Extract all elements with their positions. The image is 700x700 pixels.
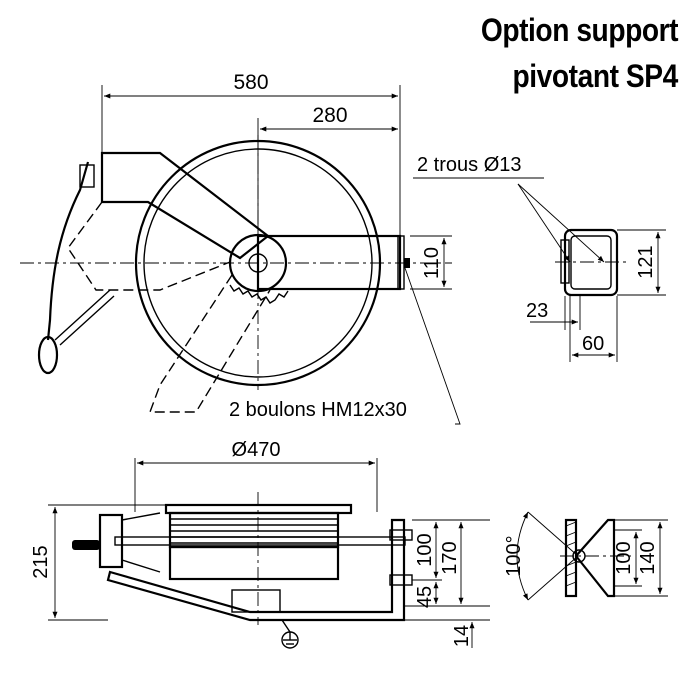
dimension-140: 140 — [637, 541, 659, 574]
ground-icon — [281, 619, 299, 649]
gear-teeth — [229, 284, 289, 304]
pivot-arm — [575, 518, 616, 598]
alternate-arm-position-left — [67, 201, 231, 291]
dimension-angle-100: 100° — [503, 535, 525, 576]
dimension-215: 215 — [30, 545, 52, 578]
alternate-arm-position-down — [148, 274, 271, 413]
side-crank-plate — [98, 513, 124, 569]
dimension-580: 580 — [233, 71, 268, 94]
drum-top-flange — [164, 503, 353, 515]
title-line-1: Option support — [480, 12, 679, 48]
pivot-plate-hatch — [565, 521, 577, 587]
bracket-slot — [560, 239, 570, 284]
leader-hole-2 — [517, 183, 605, 263]
pivot-angle-arc — [516, 511, 529, 601]
bracket-detail: 2 trous Ø13 121 23 60 — [413, 154, 666, 362]
crank-grip — [37, 335, 59, 375]
drum-bottom-body — [168, 545, 340, 581]
side-crank-arm — [121, 512, 161, 573]
pivot-detail: 100° 100 140 — [503, 511, 668, 601]
support-frame — [106, 518, 406, 622]
crank-handle — [46, 161, 90, 341]
pivot-plate — [564, 518, 578, 598]
dimension-diameter-470: Ø470 — [232, 439, 281, 461]
bracket-outer — [563, 228, 619, 297]
drum-body — [168, 511, 340, 549]
crank-clamp — [79, 164, 95, 188]
label-bolts: 2 boulons HM12x30 — [229, 399, 407, 421]
dimension-121: 121 — [635, 245, 657, 278]
side-view: Ø470 215 — [30, 439, 490, 649]
dimension-280: 280 — [312, 104, 347, 127]
hose-coils — [170, 518, 338, 544]
dimension-23: 23 — [526, 300, 548, 322]
dimension-60: 60 — [582, 333, 604, 355]
bracket-inner — [570, 235, 612, 290]
arm-end-nut — [404, 258, 410, 268]
support-bolt-bottom — [389, 574, 413, 586]
dimension-100-pivot: 100 — [613, 541, 635, 574]
side-crank-knob — [72, 540, 100, 550]
leader-bolts — [404, 267, 461, 425]
support-base-block — [231, 589, 281, 613]
title-line-2: pivotant SP4 — [512, 58, 679, 94]
dimension-14: 14 — [451, 625, 473, 647]
hub-inner — [248, 253, 268, 273]
shaft — [114, 536, 406, 546]
diagonal-arm — [100, 151, 270, 260]
dimension-170: 170 — [439, 541, 461, 574]
leader-hole-1 — [517, 183, 571, 263]
mounting-arm — [256, 234, 402, 291]
crank-link — [54, 289, 115, 346]
support-bolt-top — [389, 529, 413, 541]
front-view: 580 280 110 2 boulons HM12x30 — [20, 71, 461, 425]
label-holes: 2 trous Ø13 — [417, 154, 522, 176]
dimension-100-side: 100 — [414, 533, 436, 566]
dimension-110: 110 — [421, 247, 443, 279]
dimension-45: 45 — [414, 586, 436, 608]
